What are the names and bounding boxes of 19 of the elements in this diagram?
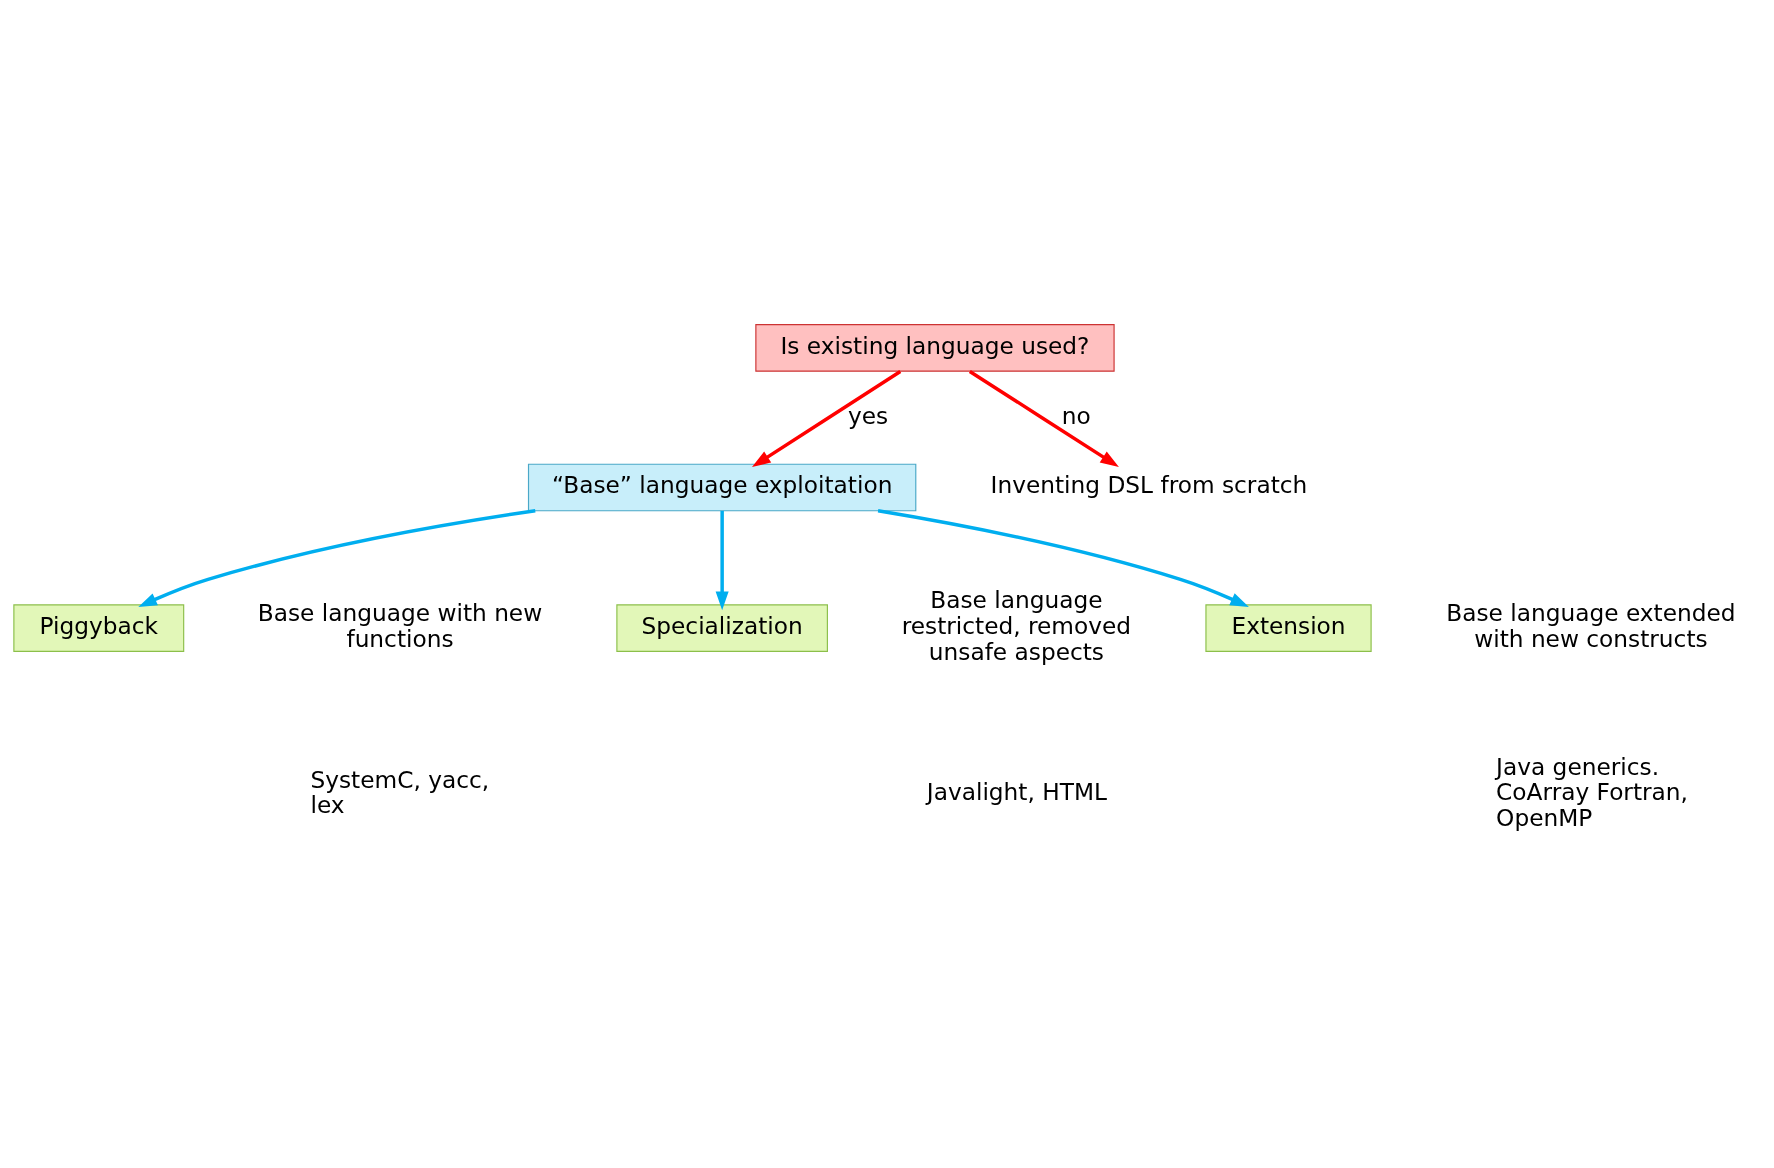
node-box: Is existing language used? bbox=[755, 324, 1115, 372]
arrow bbox=[877, 509, 1249, 607]
node-text: Inventing DSL from scratch bbox=[990, 471, 1308, 499]
arrow bbox=[138, 509, 536, 608]
node-box: Extension bbox=[1205, 604, 1372, 653]
label: Java generics. CoArray Fortran, OpenMP bbox=[1496, 752, 1688, 831]
label: SystemC, yacc, lex bbox=[310, 765, 490, 819]
node-label: Base language with new functions bbox=[257, 599, 543, 652]
arrow bbox=[752, 369, 902, 468]
node-label: Base language restricted, removed unsafe aspects bbox=[901, 586, 1132, 665]
label: Javalight, HTML bbox=[926, 778, 1107, 806]
edge-label: no bbox=[1061, 401, 1091, 429]
node-box: Piggyback bbox=[13, 604, 185, 653]
arrow bbox=[715, 510, 729, 611]
arrow bbox=[968, 369, 1119, 468]
node-box: “Base” language exploitation bbox=[527, 463, 917, 512]
edge-label: yes bbox=[848, 401, 889, 429]
node-box: Specialization bbox=[616, 604, 828, 653]
node-label: Base language extended with new constructs bbox=[1446, 599, 1736, 652]
